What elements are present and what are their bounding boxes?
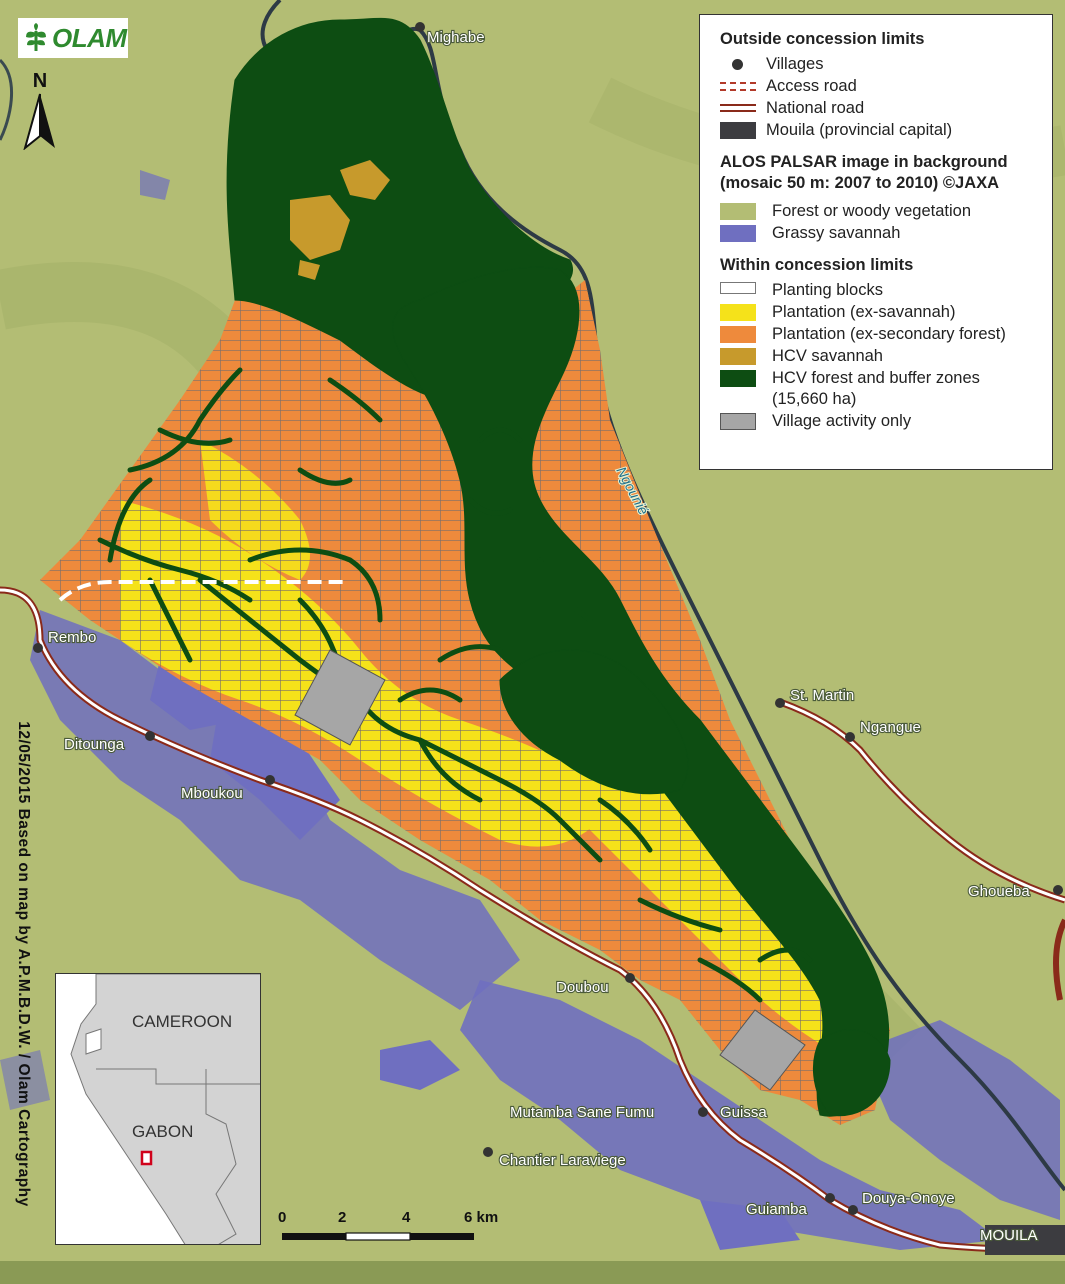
plantation-forest-swatch [720,326,756,343]
legend-outside-title: Outside concession limits [720,30,925,48]
plantation-savannah-swatch [720,304,756,321]
legend-background-title: ALOS PALSAR image in background(mosaic 5… [720,153,1008,192]
scale-bar: 0 2 4 6 km [276,1205,516,1245]
place-ditounga: Ditounga [64,736,125,753]
place-rembo: Rembo [48,629,96,646]
mouila-swatch [720,122,756,139]
access-road-icon [720,78,756,95]
north-label: N [32,70,48,92]
legend: Outside concession limits Villages Acces… [699,14,1053,470]
national-roads [0,586,1065,1254]
legend-plantation-savannah: Plantation (ex-savannah) [720,302,1040,323]
scale-bar-graphic: 0 2 4 6 km [278,1209,498,1241]
hcv-savannah [290,160,390,280]
forest-swatch [720,203,756,220]
place-mutamba: Mutamba Sane Fumu [510,1104,654,1121]
legend-national-road: National road [720,98,1040,119]
river-tributary [0,58,14,141]
scale-tick-4: 4 [402,1209,411,1226]
access-road [58,580,345,602]
hcv-forest-swatch [720,370,756,387]
place-doubou: Doubou [556,979,609,996]
national-road-icon [720,100,756,117]
legend-plantation-forest: Plantation (ex-secondary forest) [720,324,1040,345]
place-ngangue: Ngangue [860,719,921,736]
legend-mouila: Mouila (provincial capital) [720,120,1040,141]
olam-logo: OLAM [18,18,128,58]
north-arrow: N [22,70,58,154]
inset-gabon-label: GABON [132,1122,193,1141]
place-guiamba: Guiamba [746,1201,808,1218]
place-chantier: Chantier Laraviege [499,1152,626,1169]
village-activity-swatch [720,413,756,430]
inset-map-graphic: CAMEROON GABON [56,974,260,1244]
hcv-forest [97,17,891,1117]
place-st-martin: St. Martin [790,687,854,704]
scale-tick-6: 6 km [464,1209,498,1226]
village-dots [33,22,1063,1215]
legend-planting-blocks: Planting blocks [720,280,1040,301]
north-arrow-icon [23,93,55,151]
legend-forest: Forest or woody vegetation [720,201,1040,222]
scale-tick-0: 0 [278,1209,286,1226]
place-mouila: MOUILA [980,1227,1038,1244]
legend-within-title: Within concession limits [720,256,914,274]
place-ghoueba: Ghoueba [968,883,1030,900]
planting-blocks-swatch [720,282,756,294]
place-mighabe: Mighabe [427,29,485,46]
place-guissa: Guissa [720,1104,767,1121]
inset-map: CAMEROON GABON [55,973,261,1245]
legend-savannah: Grassy savannah [720,223,1040,244]
legend-hcv-savannah: HCV savannah [720,346,1040,367]
leaf-icon [26,23,46,51]
inset-cameroon-label: CAMEROON [132,1012,232,1031]
legend-villages: Villages [720,54,1040,75]
legend-hcv-forest: HCV forest and buffer zones (15,660 ha) [720,368,1040,410]
place-douya: Douya-Onoye [862,1190,955,1207]
village-activity-areas [294,649,806,1091]
savannah-swatch [720,225,756,242]
mouila-area [985,1225,1065,1255]
place-mboukou: Mboukou [181,785,243,802]
hcv-savannah-swatch [720,348,756,365]
village-dot-icon [720,56,756,73]
legend-village-activity: Village activity only [720,411,1040,432]
scale-tick-2: 2 [338,1209,346,1226]
map-credit: 12/05/2015 Based on map by A.P.M.B.D.W. … [15,721,32,1207]
inset-concession-marker [140,1150,153,1166]
legend-access-road: Access road [720,76,1040,97]
logo-text: OLAM [52,22,127,53]
